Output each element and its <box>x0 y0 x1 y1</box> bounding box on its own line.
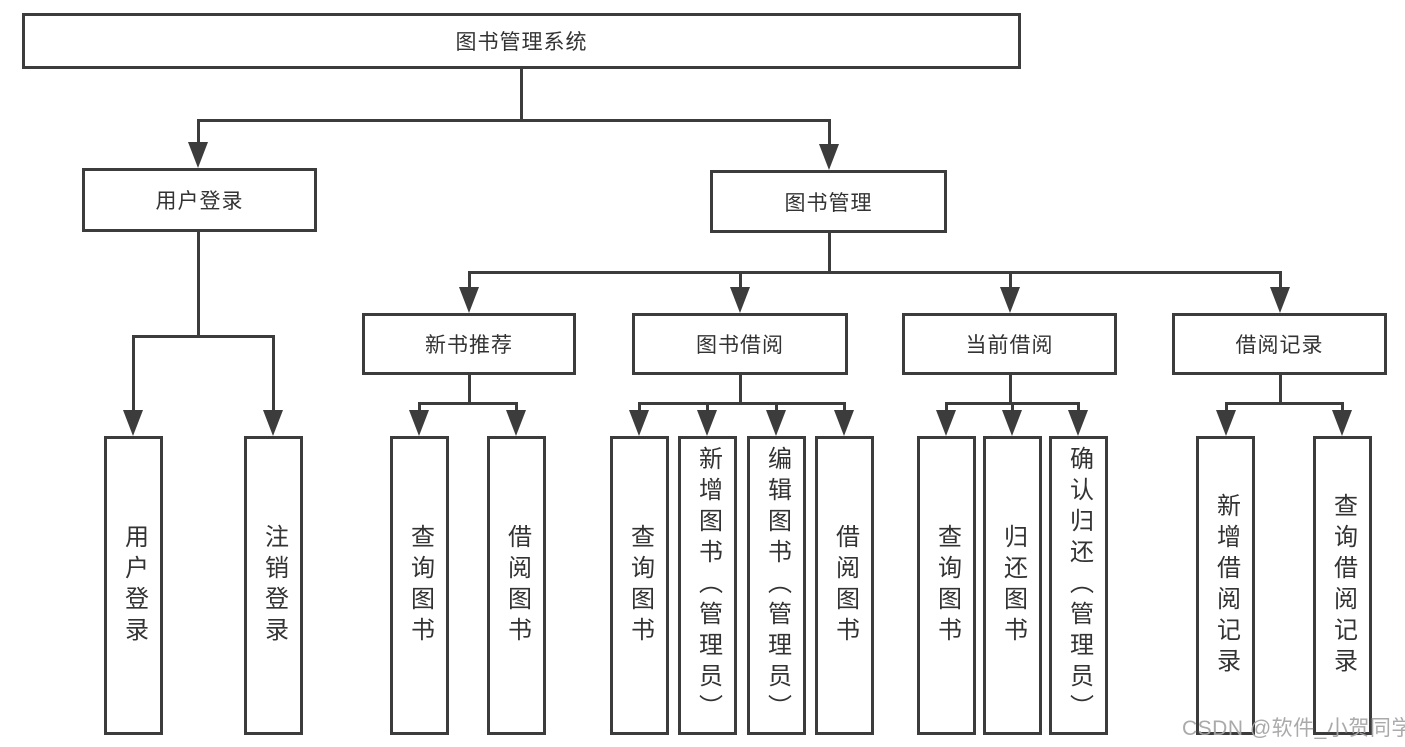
connector-hline <box>418 402 517 405</box>
leaf-label: 确认归还（管理员） <box>1065 446 1093 725</box>
arrowhead-down-icon <box>1002 410 1022 436</box>
node-root: 图书管理系统 <box>22 13 1021 69</box>
node-borrow-records: 借阅记录 <box>1172 313 1387 375</box>
arrowhead-down-icon <box>766 410 786 436</box>
leaf-bb-borrow-book: 借阅图书 <box>815 436 874 735</box>
connector-hline <box>197 119 830 122</box>
connector-vline <box>828 233 831 274</box>
connector-vline <box>1225 402 1228 416</box>
connector-vline <box>1009 375 1012 405</box>
leaf-label: 借阅图书 <box>831 523 859 648</box>
arrowhead-down-icon <box>1068 410 1088 436</box>
leaf-label: 注销登录 <box>260 523 288 648</box>
leaf-label: 用户登录 <box>120 523 148 648</box>
connector-vline <box>638 402 641 416</box>
arrowhead-down-icon <box>263 410 283 436</box>
connector-vline <box>1279 271 1282 293</box>
connector-vline <box>1009 271 1012 293</box>
connector-vline <box>1279 375 1282 405</box>
connector-vline <box>706 402 709 416</box>
arrowhead-down-icon <box>629 410 649 436</box>
connector-vline <box>739 375 742 405</box>
leaf-label: 查询图书 <box>933 523 961 648</box>
arrowhead-down-icon <box>936 410 956 436</box>
arrowhead-down-icon <box>123 410 143 436</box>
arrowhead-down-icon <box>188 142 208 168</box>
leaf-rec-borrow-book: 借阅图书 <box>487 436 546 735</box>
leaf-cb-query-book: 查询图书 <box>917 436 976 735</box>
leaf-cb-confirm-return-admin: 确认归还（管理员） <box>1049 436 1108 735</box>
arrowhead-down-icon <box>1000 287 1020 313</box>
arrowhead-down-icon <box>459 287 479 313</box>
arrowhead-down-icon <box>1216 410 1236 436</box>
connector-vline <box>1011 402 1014 416</box>
leaf-label: 查询图书 <box>406 523 434 648</box>
connector-vline <box>272 335 275 415</box>
leaf-bb-add-book-admin: 新增图书（管理员） <box>678 436 737 735</box>
leaf-label: 新增图书（管理员） <box>694 446 722 725</box>
connector-vline <box>1077 402 1080 416</box>
connector-hline <box>1225 402 1343 405</box>
leaf-bb-edit-book-admin: 编辑图书（管理员） <box>747 436 806 735</box>
leaf-label: 归还图书 <box>999 523 1027 648</box>
leaf-bb-query-book: 查询图书 <box>610 436 669 735</box>
node-book-borrow: 图书借阅 <box>632 313 848 375</box>
leaf-label: 新增借阅记录 <box>1212 492 1240 679</box>
connector-vline <box>197 232 200 337</box>
connector-vline <box>197 119 200 147</box>
leaf-label: 编辑图书（管理员） <box>763 446 791 725</box>
arrowhead-down-icon <box>1332 410 1352 436</box>
arrowhead-down-icon <box>1270 287 1290 313</box>
connector-vline <box>775 402 778 416</box>
connector-vline <box>520 68 523 121</box>
connector-vline <box>468 375 471 405</box>
watermark: CSDN @软件_小贺同学 <box>1182 717 1405 740</box>
leaf-label: 借阅图书 <box>503 523 531 648</box>
connector-vline <box>739 271 742 293</box>
arrowhead-down-icon <box>697 410 717 436</box>
leaf-br-add-record: 新增借阅记录 <box>1196 436 1255 735</box>
leaf-br-query-record: 查询借阅记录 <box>1313 436 1372 735</box>
leaf-user-login: 用户登录 <box>104 436 163 735</box>
connector-vline <box>945 402 948 416</box>
node-new-book-recommend: 新书推荐 <box>362 313 576 375</box>
arrowhead-down-icon <box>834 410 854 436</box>
arrowhead-down-icon <box>730 287 750 313</box>
connector-vline <box>843 402 846 416</box>
connector-hline <box>468 271 1281 274</box>
connector-vline <box>515 402 518 416</box>
connector-hline <box>132 335 275 338</box>
connector-vline <box>468 271 471 293</box>
connector-vline <box>1341 402 1344 416</box>
leaf-label: 查询借阅记录 <box>1329 492 1357 679</box>
connector-vline <box>132 335 135 415</box>
connector-vline <box>418 402 421 416</box>
leaf-rec-query-book: 查询图书 <box>390 436 449 735</box>
arrowhead-down-icon <box>819 144 839 170</box>
arrowhead-down-icon <box>506 410 526 436</box>
leaf-label: 查询图书 <box>626 523 654 648</box>
node-user-login: 用户登录 <box>82 168 317 232</box>
leaf-cb-return-book: 归还图书 <box>983 436 1042 735</box>
node-book-management: 图书管理 <box>710 170 947 233</box>
leaf-logout: 注销登录 <box>244 436 303 735</box>
arrowhead-down-icon <box>409 410 429 436</box>
connector-vline <box>828 119 831 149</box>
node-current-borrow: 当前借阅 <box>902 313 1117 375</box>
connector-hline <box>638 402 845 405</box>
